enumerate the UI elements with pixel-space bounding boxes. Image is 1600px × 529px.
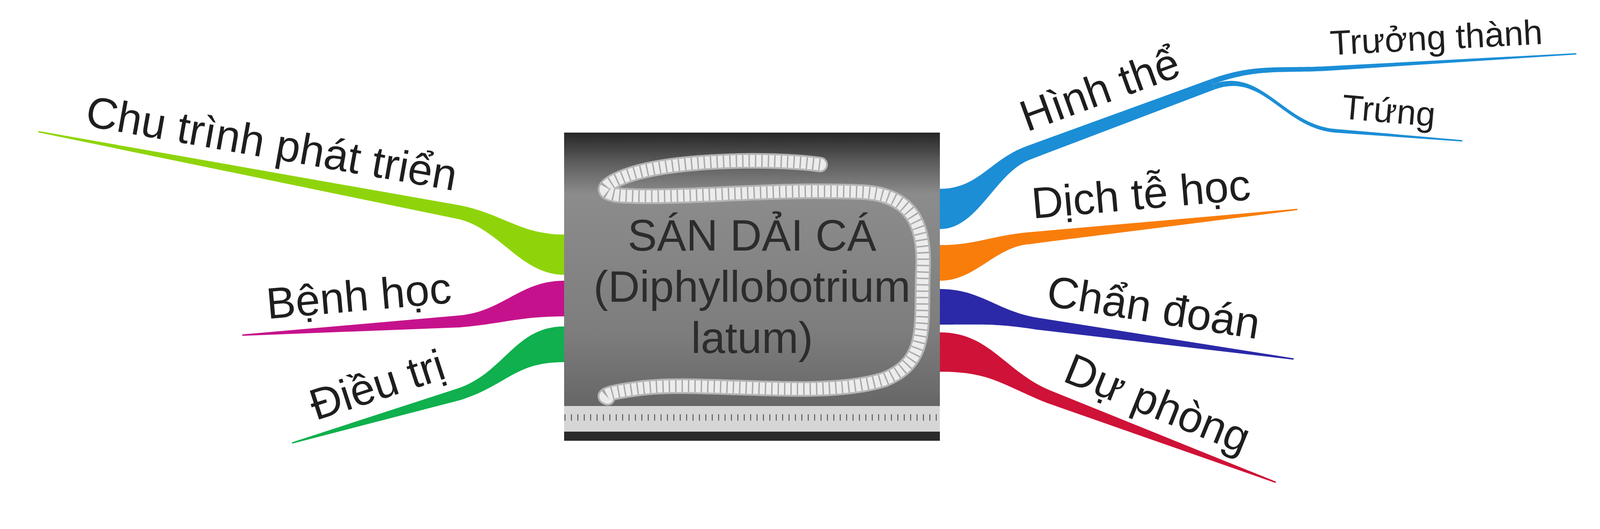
topic-text: Chu trình phát triển: [82, 85, 461, 201]
ruler: [564, 405, 940, 432]
topic-text: Trưởng thành: [1328, 11, 1544, 64]
topic-text: Trứng: [1340, 86, 1438, 135]
branch-connector: [939, 332, 1276, 483]
branch-topic: Dịch tễ học: [1023, 153, 1297, 233]
branch-topic: Chu trình phát triển: [38, 76, 467, 205]
branch-topic: Điều trị: [274, 336, 458, 443]
ruler-ticks: [564, 405, 940, 432]
topic-text: SÁN DẢI CÁ: [587, 209, 917, 262]
photo-ground: [564, 132, 940, 441]
photo-edge: [564, 431, 940, 441]
branch-connector: [292, 326, 565, 444]
branch-topic: Trưởng thành: [1323, 8, 1577, 67]
topic-text: (Diphyllobotrium latum): [587, 261, 917, 364]
central-topic: SÁN DẢI CÁ(Diphyllobotrium latum): [564, 132, 940, 441]
topic-text: Dự phòng: [1057, 343, 1258, 464]
branch-connector: [1212, 80, 1463, 142]
